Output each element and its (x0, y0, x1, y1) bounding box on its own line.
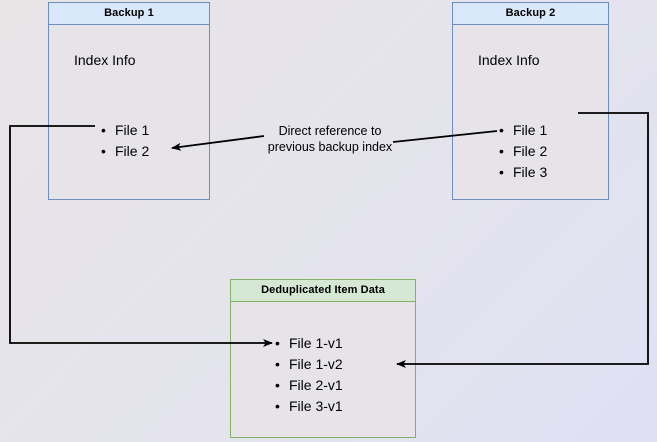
list-item: File 2 (499, 141, 547, 162)
dedup-file-list: File 1-v1 File 1-v2 File 2-v1 File 3-v1 (275, 333, 343, 417)
node-backup-2-header: Backup 2 (453, 3, 608, 25)
backup-2-file-list: File 1 File 2 File 3 (499, 120, 547, 183)
backup-1-index-info-label: Index Info (74, 52, 136, 68)
node-dedup-header: Deduplicated Item Data (231, 280, 415, 302)
edge-label-line-2: previous backup index (267, 140, 393, 154)
node-backup-2-body: Index Info File 1 File 2 File 3 (453, 25, 608, 199)
list-item: File 1-v2 (275, 354, 343, 375)
node-backup-1[interactable]: Backup 1 Index Info File 1 File 2 (48, 2, 210, 200)
node-backup-1-body: Index Info File 1 File 2 (49, 25, 209, 199)
node-backup-1-header: Backup 1 (49, 3, 209, 25)
list-item: File 2-v1 (275, 375, 343, 396)
list-item: File 1 (101, 120, 149, 141)
list-item: File 3 (499, 162, 547, 183)
list-item: File 1-v1 (275, 333, 343, 354)
node-backup-2[interactable]: Backup 2 Index Info File 1 File 2 File 3 (452, 2, 609, 200)
backup-2-index-info-label: Index Info (478, 52, 540, 68)
backup-1-file-list: File 1 File 2 (101, 120, 149, 162)
edge-label-direct-reference: Direct reference to previous backup inde… (260, 123, 400, 155)
list-item: File 3-v1 (275, 396, 343, 417)
node-dedup-body: File 1-v1 File 1-v2 File 2-v1 File 3-v1 (231, 302, 415, 437)
edge-label-line-1: Direct reference to (278, 124, 382, 138)
list-item: File 1 (499, 120, 547, 141)
node-deduplicated-item-data[interactable]: Deduplicated Item Data File 1-v1 File 1-… (230, 279, 416, 438)
list-item: File 2 (101, 141, 149, 162)
